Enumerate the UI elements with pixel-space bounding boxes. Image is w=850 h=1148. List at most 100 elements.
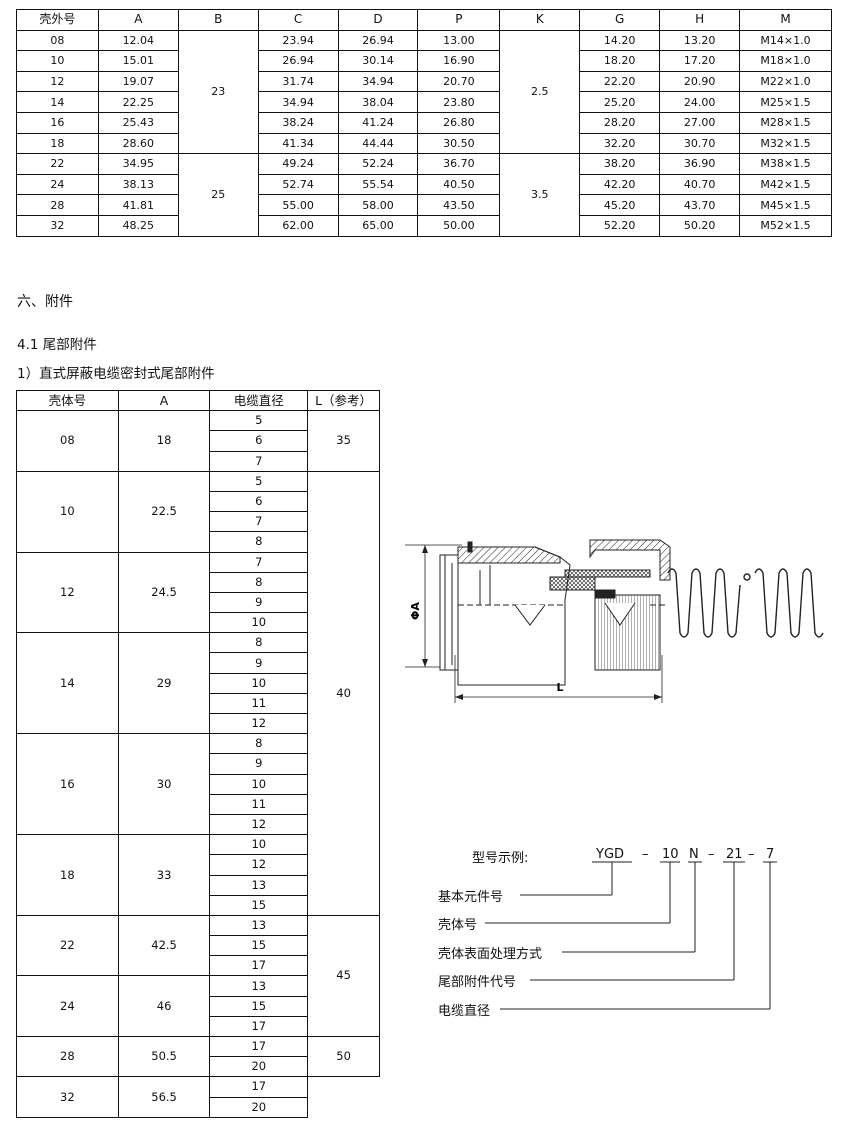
cell-cable-diameter: 12 bbox=[209, 813, 309, 836]
header-a: A bbox=[117, 389, 211, 412]
cell-a: 46 bbox=[117, 975, 211, 1037]
cell-m: M52×1.5 bbox=[739, 214, 832, 237]
cell-m: M25×1.5 bbox=[739, 91, 832, 113]
cell-g: 38.20 bbox=[579, 153, 661, 175]
cell-l-reference: 40 bbox=[307, 470, 380, 916]
model-example-label: 型号示例: bbox=[472, 851, 529, 866]
cell-h: 13.20 bbox=[659, 29, 741, 52]
cell-cable-diameter: 10 bbox=[209, 834, 309, 856]
cell-g: 25.20 bbox=[579, 91, 661, 113]
cell-cable-diameter: 12 bbox=[209, 712, 309, 735]
cell-shell-number: 28 bbox=[16, 1035, 119, 1078]
model-part-series: YGD bbox=[596, 847, 625, 862]
cell-a: 34.95 bbox=[97, 153, 179, 175]
cell-c: 62.00 bbox=[257, 214, 339, 237]
cell-d: 55.54 bbox=[337, 173, 419, 196]
cell-cable-diameter: 8 bbox=[209, 531, 309, 553]
accessory-table-header: 壳体号 A 电缆直径 L（参考） bbox=[16, 389, 380, 412]
cell-cable-diameter: 15 bbox=[209, 894, 309, 916]
cell-shell-number: 22 bbox=[16, 914, 119, 977]
cell-c: 41.34 bbox=[257, 132, 339, 155]
cell-cable-diameter: 9 bbox=[209, 652, 309, 674]
header-shell-size: 壳外号 bbox=[16, 9, 99, 31]
cell-p: 16.90 bbox=[417, 50, 501, 72]
cell-cable-diameter: 20 bbox=[209, 1096, 309, 1118]
model-explain-cable: 电缆直径 bbox=[438, 1004, 491, 1019]
model-part-dash: – bbox=[642, 847, 649, 862]
spring-coil bbox=[667, 568, 824, 638]
cell-cable-diameter: 7 bbox=[209, 511, 309, 533]
connector-body bbox=[439, 539, 671, 686]
cell-a: 56.5 bbox=[117, 1076, 211, 1118]
cell-p: 23.80 bbox=[417, 91, 501, 113]
cell-p: 43.50 bbox=[417, 194, 501, 216]
cell-cable-diameter: 11 bbox=[209, 793, 309, 815]
cell-shell-number: 16 bbox=[16, 733, 119, 836]
header-d: D bbox=[337, 9, 419, 31]
model-example: 型号示例: YGD – 10 N – 21 – 7 基本元件号 壳体号 壳体表面… bbox=[430, 842, 800, 1022]
cell-m: M42×1.5 bbox=[739, 173, 832, 196]
cell-k: 2.5 bbox=[499, 29, 581, 155]
cell-a: 15.01 bbox=[97, 50, 179, 72]
l-dimension: L bbox=[454, 655, 663, 703]
cell-m: M38×1.5 bbox=[739, 153, 832, 175]
cell-a: 33 bbox=[117, 834, 211, 916]
cell-d: 65.00 bbox=[337, 214, 419, 237]
cell-c: 26.94 bbox=[257, 50, 339, 72]
cell-a: 19.07 bbox=[97, 70, 179, 93]
cell-a: 25.43 bbox=[97, 111, 179, 134]
cell-cable-diameter: 17 bbox=[209, 1076, 309, 1098]
header-m: M bbox=[739, 9, 832, 31]
cell-p: 50.00 bbox=[417, 214, 501, 237]
cell-l-reference: 50 bbox=[307, 1035, 380, 1078]
cell-g: 28.20 bbox=[579, 111, 661, 134]
model-explain-accessory: 尾部附件代号 bbox=[438, 975, 517, 990]
cell-h: 50.20 bbox=[659, 214, 741, 237]
cell-g: 45.20 bbox=[579, 194, 661, 216]
cell-cable-diameter: 10 bbox=[209, 672, 309, 694]
cell-c: 55.00 bbox=[257, 194, 339, 216]
cell-h: 24.00 bbox=[659, 91, 741, 113]
cell-d: 34.94 bbox=[337, 70, 419, 93]
cell-cable-diameter: 6 bbox=[209, 490, 309, 513]
cell-g: 42.20 bbox=[579, 173, 661, 196]
cell-shell-number: 08 bbox=[16, 410, 119, 472]
cell-a: 29 bbox=[117, 632, 211, 735]
header-cable-diameter: 电缆直径 bbox=[209, 389, 309, 412]
table-row: 15 bbox=[17, 894, 380, 916]
cell-a: 18 bbox=[117, 410, 211, 472]
cell-shell-size: 24 bbox=[16, 173, 99, 196]
cell-c: 31.74 bbox=[257, 70, 339, 93]
header-b: B bbox=[177, 9, 259, 31]
cell-cable-diameter: 13 bbox=[209, 975, 309, 997]
cell-a: 50.5 bbox=[117, 1035, 211, 1078]
cell-shell-size: 22 bbox=[16, 153, 99, 175]
item-title: 1）直式屏蔽电缆密封式尾部附件 bbox=[17, 366, 215, 382]
cell-cable-diameter: 13 bbox=[209, 874, 309, 896]
cell-g: 14.20 bbox=[579, 29, 661, 52]
table-row: 15 bbox=[17, 995, 380, 1017]
cell-d: 52.24 bbox=[337, 153, 419, 175]
cell-p: 36.70 bbox=[417, 153, 501, 175]
model-explain-shell: 壳体号 bbox=[438, 918, 478, 933]
cell-a: 48.25 bbox=[97, 214, 179, 237]
cell-h: 20.90 bbox=[659, 70, 741, 93]
cell-p: 40.50 bbox=[417, 173, 501, 196]
cell-g: 18.20 bbox=[579, 50, 661, 72]
cell-cable-diameter: 8 bbox=[209, 571, 309, 593]
cell-m: M45×1.5 bbox=[739, 194, 832, 216]
cell-d: 26.94 bbox=[337, 29, 419, 52]
cell-m: M28×1.5 bbox=[739, 111, 832, 134]
